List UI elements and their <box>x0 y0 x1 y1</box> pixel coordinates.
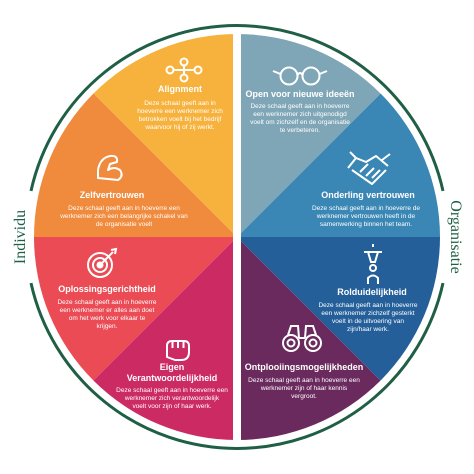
rolduidelijkheid-desc-line-4: zijn/haar werk. <box>347 326 389 333</box>
segment-zelfvertrouwen-text: Zelfvertrouwen Deze schaal geeft aan in … <box>59 190 188 228</box>
glasses-icon <box>272 66 328 86</box>
individu-side-label: Individu <box>12 210 29 264</box>
segment-oplossingsgerichtheid-text: Oplossingsgerichtheid Deze schaal geeft … <box>57 284 156 330</box>
outer-ring-bottom-arc <box>29 282 445 450</box>
handshake-icon <box>347 151 391 185</box>
eigen-verantwoordelijkheid-title-line-1: Eigen <box>160 362 185 372</box>
onderling-vertrouwen-desc-line-3: samenwerking binnen het team. <box>320 221 412 228</box>
open-voor-nieuwe-ideeen-desc-line-2: een werknemer zich uitgenodigd <box>253 111 347 118</box>
segment-eigen-verantwoordelijkheid-text: Eigen Verantwoordelijkheid Deze schaal g… <box>116 362 228 410</box>
target-icon <box>87 247 118 278</box>
wedge-eigen-verantwoordelijkheid <box>93 237 238 440</box>
rolduidelijkheid-desc-line-1: Deze schaal geeft aan in hoeverre <box>318 302 417 309</box>
alignment-desc-line-4: waarvoor hij of zij werkt. <box>144 124 215 131</box>
zelfvertrouwen-desc-line-2: werknemer zich een belangrijke schakel v… <box>59 213 188 220</box>
segment-alignment-text: Alignment Deze schaal geeft aan in hoeve… <box>137 84 223 131</box>
zelfvertrouwen-title: Zelfvertrouwen <box>80 190 145 200</box>
wedge-alignment <box>93 34 238 237</box>
alignment-desc-line-2: hoeverre een werknemer zich <box>137 108 223 115</box>
rolduidelijkheid-title: Rolduidelijkheid <box>337 287 407 297</box>
oplossingsgerichtheid-desc-line-2: een werknemer er alles aan doet <box>60 307 155 314</box>
segment-rolduidelijkheid-text: Rolduidelijkheid Deze schaal geeft aan i… <box>318 287 417 333</box>
eigen-verantwoordelijkheid-desc-line-3: voelt voor zijn of haar werk. <box>132 403 211 410</box>
eigen-verantwoordelijkheid-title-line-2: Verantwoordelijkheid <box>127 373 218 383</box>
spotlight-person-icon <box>364 244 382 284</box>
onderling-vertrouwen-desc-line-1: Deze schaal geeft aan in hoeverre de <box>312 205 420 212</box>
binoculars-icon <box>282 325 322 352</box>
network-nodes-icon <box>165 57 203 83</box>
ontplooiingsmogelijkheden-desc-line-2: werknemer zijn of haar kennis <box>260 385 348 392</box>
alignment-desc-line-1: Deze schaal geeft aan in <box>144 100 216 107</box>
oplossingsgerichtheid-desc-line-1: Deze schaal geeft aan in hoeverre <box>57 299 156 306</box>
open-voor-nieuwe-ideeen-desc-line-3: voelt om zichzelf en de organisatie <box>250 119 350 126</box>
oplossingsgerichtheid-title: Oplossingsgerichtheid <box>58 284 156 294</box>
alignment-desc-line-3: betrokken voelt bij het bedrijf <box>139 116 222 123</box>
zelfvertrouwen-desc-line-3: de organisatie voelt <box>96 221 153 228</box>
ontplooiingsmogelijkheden-title: Ontplooiingsmogelijkheden <box>245 362 364 372</box>
ontplooiingsmogelijkheden-desc-line-3: vergroot. <box>291 393 317 400</box>
zelfvertrouwen-desc-line-1: Deze schaal geeft aan in hoeverre een <box>68 205 180 212</box>
eigen-verantwoordelijkheid-desc-line-1: Deze schaal geeft aan in hoeverre een <box>116 387 228 394</box>
segment-onderling-vertrouwen-text: Onderling vertrouwen Deze schaal geeft a… <box>312 190 420 228</box>
wedge-group <box>34 34 440 440</box>
open-voor-nieuwe-ideeen-desc-line-4: te verbeteren. <box>280 127 320 134</box>
flexed-arm-icon <box>97 154 123 181</box>
raised-fist-icon <box>166 340 190 361</box>
ontplooiingsmogelijkheden-desc-line-1: Deze schaal geeft aan in hoeverre een <box>248 377 360 384</box>
open-voor-nieuwe-ideeen-desc-line-1: Deze schaal geeft aan in hoeverre <box>250 103 349 110</box>
eigen-verantwoordelijkheid-desc-line-2: werknemer zich verantwoordelijk <box>124 395 220 402</box>
wedge-oplossingsgerichtheid <box>34 237 237 381</box>
segment-ontplooiingsmogelijkheden-text: Ontplooiingsmogelijkheden Deze schaal ge… <box>245 362 364 400</box>
rolduidelijkheid-desc-line-2: een werknemer zichzelf gesterkt <box>321 310 414 317</box>
onderling-vertrouwen-title: Onderling vertrouwen <box>321 190 415 200</box>
wedge-rolduidelijkheid <box>237 237 440 381</box>
wedge-open-voor-nieuwe-ideeen <box>237 34 381 237</box>
segment-open-voor-nieuwe-ideeen-text: Open voor nieuwe ideeën Deze schaal geef… <box>245 89 354 134</box>
wedge-ontplooiingsmogelijkheden <box>237 237 381 440</box>
alignment-title: Alignment <box>158 84 202 94</box>
open-voor-nieuwe-ideeen-title: Open voor nieuwe ideeën <box>245 89 354 99</box>
wedge-onderling-vertrouwen <box>237 93 440 238</box>
wedge-zelfvertrouwen <box>34 93 237 238</box>
rolduidelijkheid-desc-line-3: voelt in de uitvoering van <box>332 318 404 325</box>
outer-ring-top-arc <box>29 24 445 192</box>
oplossingsgerichtheid-desc-line-4: krijgen. <box>97 323 118 330</box>
onderling-vertrouwen-desc-line-2: werknemer vertrouwen heeft in de <box>316 213 416 220</box>
organisatie-side-label: Organisatie <box>447 200 464 273</box>
center-divider <box>233 30 241 444</box>
oplossingsgerichtheid-desc-line-3: om het werk voor elkaar te <box>69 315 146 322</box>
